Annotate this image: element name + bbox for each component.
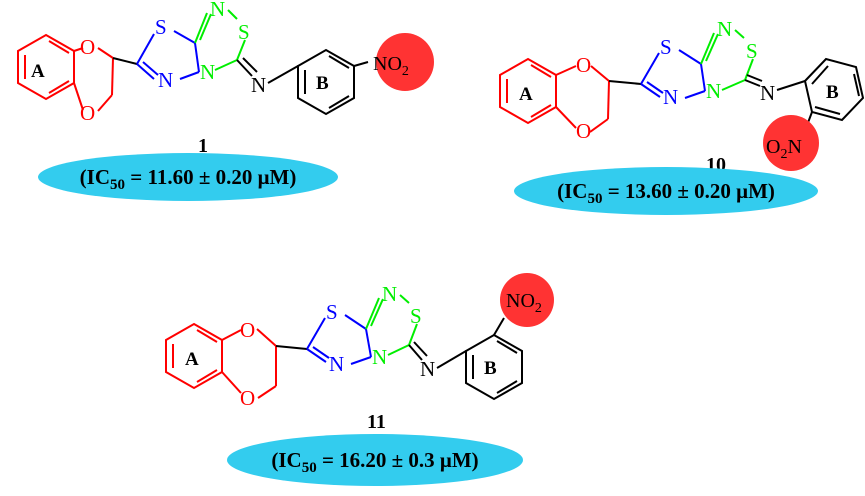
- thiadiazole-ring: [640, 49, 706, 99]
- ring-a-label: A: [185, 349, 199, 370]
- compound-number: 11: [367, 411, 386, 433]
- ring-a: [499, 57, 610, 133]
- oxygen-atom: O: [576, 119, 591, 143]
- oxygen-atom: O: [240, 318, 255, 342]
- nitrogen-atom: N: [329, 352, 344, 376]
- nitro-group: NO2: [373, 33, 434, 91]
- ring-a-label: A: [519, 84, 533, 105]
- ic50-value: (IC50 = 13.60 ± 0.20 μM): [557, 179, 775, 207]
- nitro-label: NO2: [373, 53, 409, 79]
- ring-a: [165, 322, 277, 399]
- nitrogen-atom: N: [760, 81, 775, 105]
- nitrogen-atom: N: [717, 17, 732, 41]
- ring-b-label: B: [316, 73, 329, 94]
- nitro-group: NO2: [500, 273, 554, 327]
- sulfur-atom: S: [660, 35, 672, 59]
- nitrogen-atom: N: [251, 73, 266, 97]
- nitrogen-atom: N: [420, 357, 435, 381]
- ring-b: [297, 48, 369, 116]
- sulfur-atom: S: [326, 300, 338, 324]
- nitrogen-atom: N: [200, 60, 215, 84]
- nitrogen-atom: N: [382, 282, 397, 306]
- thiadiazolium-ring: [194, 9, 246, 71]
- ring-b-label: B: [826, 82, 839, 103]
- thiadiazolium-ring: [700, 29, 754, 91]
- nitrogen-atom: N: [158, 68, 173, 92]
- nitro-label: O2N: [766, 136, 802, 162]
- compound-number: 1: [198, 135, 208, 157]
- nitrogen-atom: N: [210, 0, 225, 21]
- ic50-badge: (IC50 = 11.60 ± 0.20 μM): [38, 153, 338, 201]
- nitro-highlight: [500, 273, 554, 327]
- ring-b-label: B: [484, 358, 497, 379]
- nitrogen-atom: N: [372, 345, 387, 369]
- sulfur-atom: S: [746, 39, 758, 63]
- oxygen-atom: O: [576, 53, 591, 77]
- ring-a: [17, 33, 114, 112]
- nitrogen-atom: N: [663, 85, 678, 109]
- compound-11: A O O S N N S N N: [165, 273, 554, 486]
- thiadiazole-ring: [306, 314, 372, 365]
- ic50-value: (IC50 = 16.20 ± 0.3 μM): [271, 448, 478, 476]
- compound-10: A O O S N N S N N: [499, 17, 865, 215]
- sulfur-atom: S: [410, 304, 422, 328]
- nitro-group: O2N: [763, 115, 819, 171]
- nitro-highlight: [763, 115, 819, 171]
- sulfur-atom: S: [238, 20, 250, 44]
- thiadiazole-ring: [136, 30, 200, 80]
- ic50-badge: (IC50 = 13.60 ± 0.20 μM): [514, 167, 818, 215]
- nitrogen-atom: N: [706, 79, 721, 103]
- ring-b: [465, 317, 523, 401]
- oxygen-atom: O: [80, 101, 95, 125]
- oxygen-atom: O: [240, 386, 255, 410]
- ring-a-label: A: [31, 61, 45, 82]
- nitro-highlight: [376, 33, 434, 91]
- thiadiazolium-ring: [365, 294, 418, 356]
- compound-1: A O O S N N S N N: [17, 0, 434, 201]
- nitro-label: NO2: [506, 290, 542, 316]
- ic50-badge: (IC50 = 16.20 ± 0.3 μM): [227, 434, 523, 486]
- ic50-value: (IC50 = 11.60 ± 0.20 μM): [80, 165, 297, 193]
- sulfur-atom: S: [155, 15, 167, 39]
- oxygen-atom: O: [80, 35, 95, 59]
